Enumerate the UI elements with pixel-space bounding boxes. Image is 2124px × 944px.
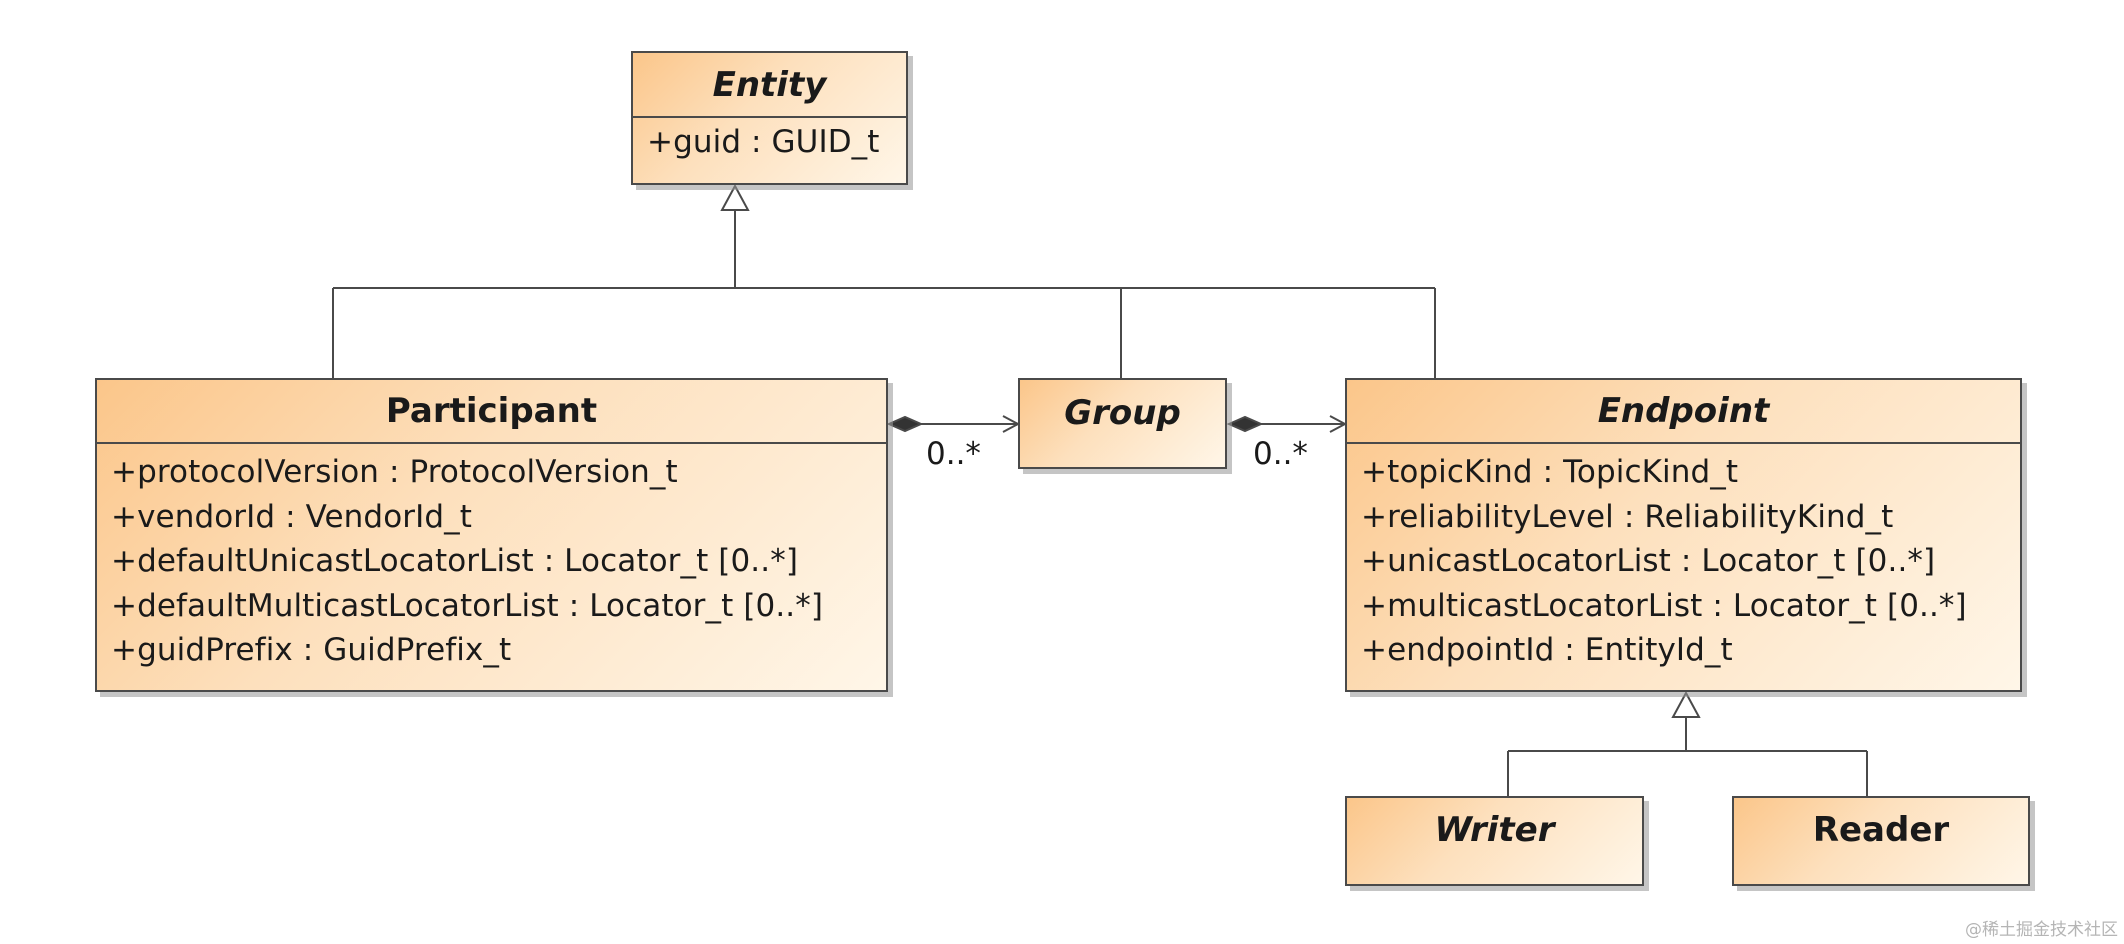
class-reader-name: Reader [1812,810,1950,850]
watermark: @稀土掘金技术社区 [1965,920,2118,940]
entity-generalization-arrowhead [720,183,750,211]
attribute: +multicastLocatorList : Locator_t [0..*] [1361,587,1967,624]
class-writer-name: Writer [1434,810,1555,850]
class-endpoint-attributes: +topicKind : TopicKind_t +reliabilityLev… [1347,444,2020,673]
composition-group-endpoint [1226,415,1348,433]
attribute: +unicastLocatorList : Locator_t [0..*] [1361,543,1936,579]
class-participant[interactable]: Participant +protocolVersion : ProtocolV… [95,378,888,692]
class-entity-attributes: +guid : GUID_t [633,118,906,165]
attribute: +protocolVersion : ProtocolVersion_t [111,454,678,490]
class-endpoint[interactable]: Endpoint +topicKind : TopicKind_t +relia… [1345,378,2022,692]
generalization-to-endpoint [1507,717,1868,796]
class-reader[interactable]: Reader [1732,796,2030,886]
class-group-name: Group [1064,392,1181,433]
attribute: +vendorId : VendorId_t [111,498,472,535]
class-entity-name: Entity [633,53,906,118]
attribute: +topicKind : TopicKind_t [1361,454,1739,490]
attribute: +defaultMulticastLocatorList : Locator_t… [111,587,824,624]
class-writer[interactable]: Writer [1345,796,1644,886]
generalization-to-entity [332,210,1436,378]
class-endpoint-name: Endpoint [1347,380,2020,444]
group-endpoint-multiplicity: 0..* [1253,436,1308,472]
class-entity[interactable]: Entity +guid : GUID_t [631,51,908,185]
class-group[interactable]: Group [1018,378,1227,469]
attribute: +reliabilityLevel : ReliabilityKind_t [1361,498,1894,535]
attribute: +guid : GUID_t [647,124,880,160]
class-participant-attributes: +protocolVersion : ProtocolVersion_t +ve… [97,444,886,673]
endpoint-generalization-arrowhead [1671,690,1701,718]
composition-participant-group [886,415,1021,433]
attribute: +defaultUnicastLocatorList : Locator_t [… [111,543,799,579]
attribute: +endpointId : EntityId_t [1361,632,1733,668]
class-participant-name: Participant [97,380,886,444]
attribute: +guidPrefix : GuidPrefix_t [111,632,512,668]
participant-group-multiplicity: 0..* [926,436,981,472]
